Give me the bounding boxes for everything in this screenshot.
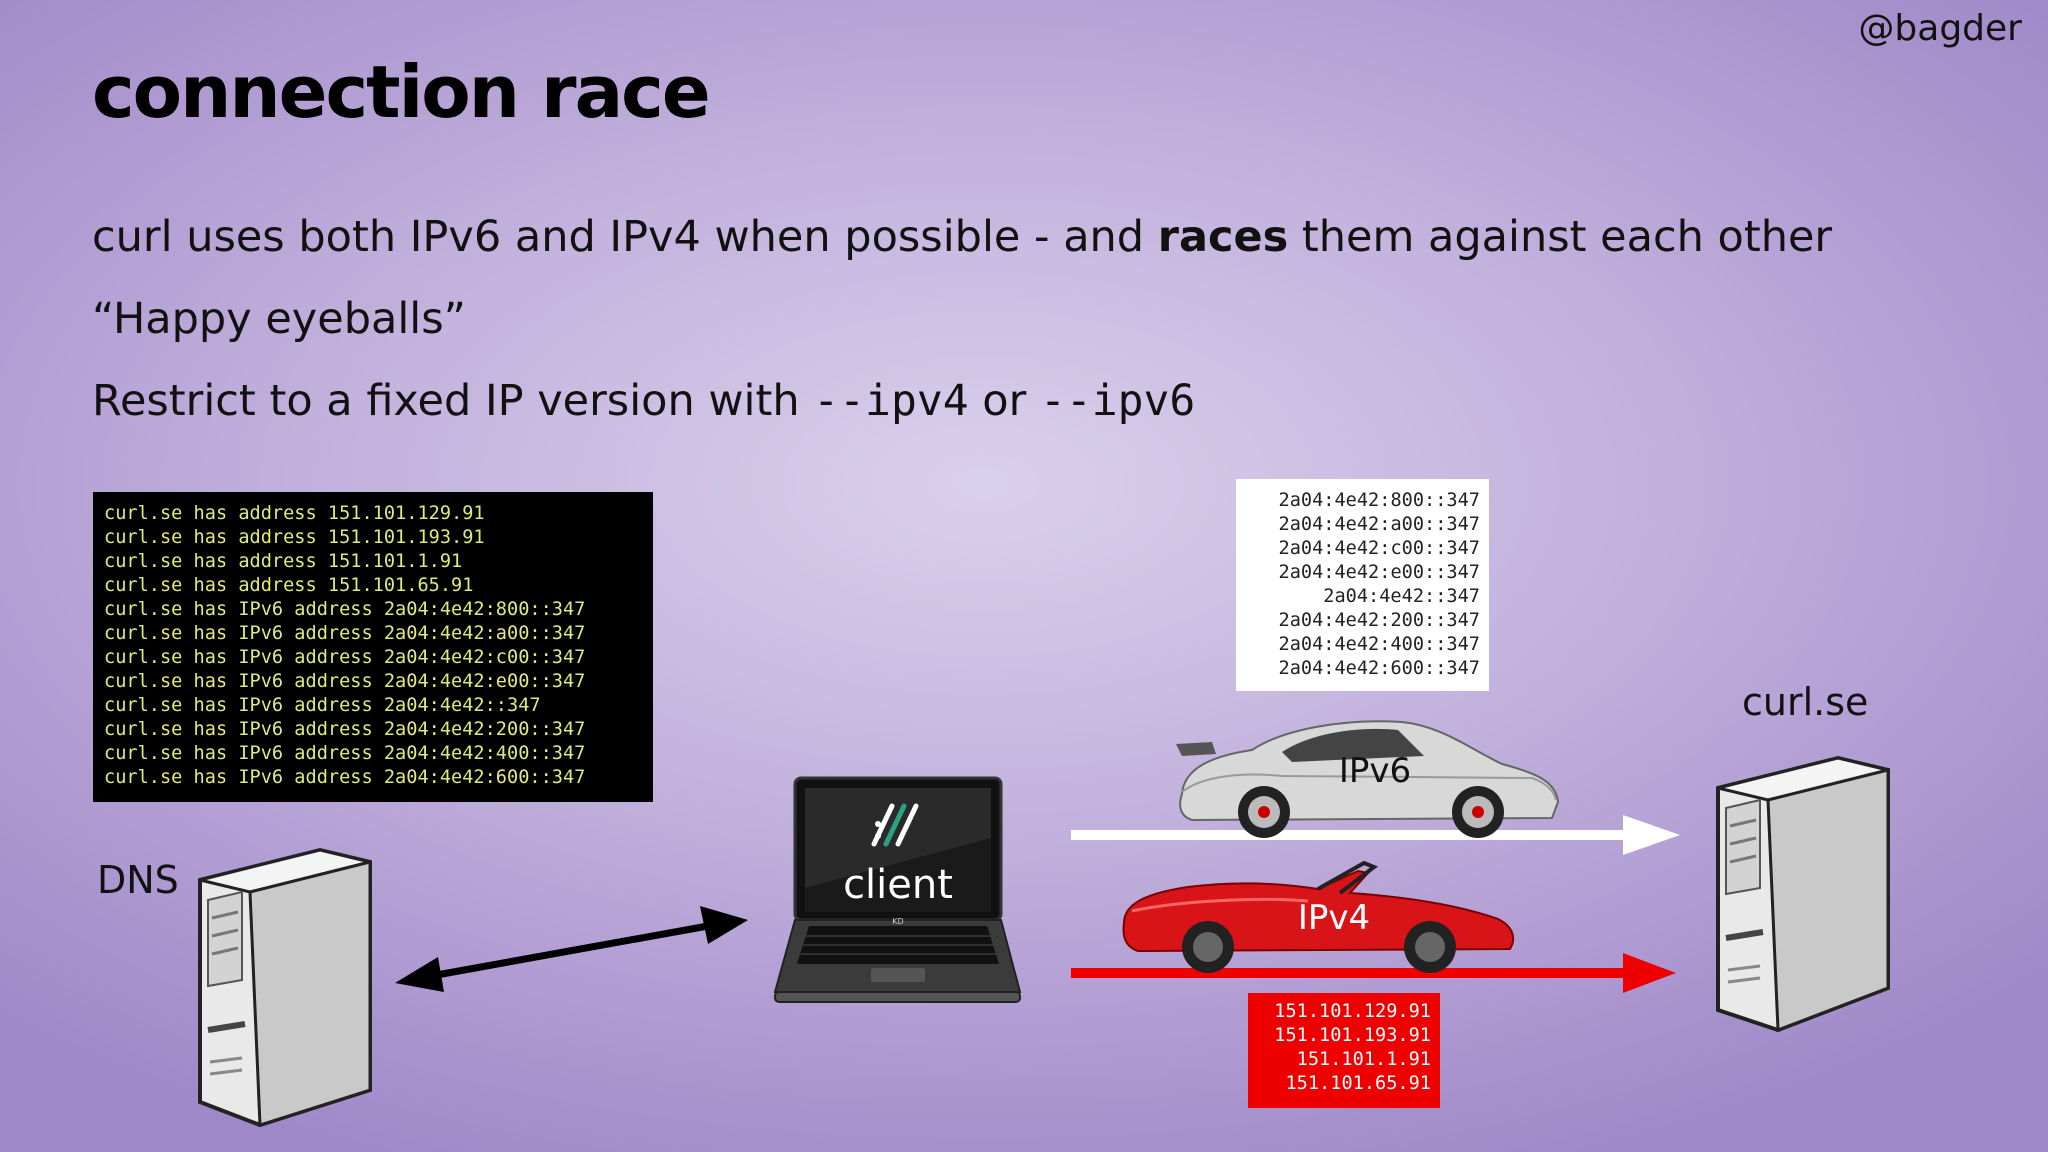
dns-terminal-output: curl.se has address 151.101.129.91 curl.s… [93, 492, 653, 802]
ipv6-route-arrow [1071, 815, 1680, 855]
bullet-race-text-after: them against each other [1288, 212, 1833, 262]
ipv4-address: 151.101.193.91 [1274, 1025, 1431, 1046]
server-label: curl.se [1742, 680, 1869, 724]
option-ipv4: --ipv4 [813, 376, 969, 426]
terminal-line: curl.se has IPv6 address 2a04:4e42:200::… [104, 719, 586, 740]
terminal-line: curl.se has address 151.101.193.91 [104, 527, 485, 548]
bullet-race: curl uses both IPv6 and IPv4 when possib… [92, 212, 1832, 262]
client-label: client [843, 862, 953, 908]
author-handle: @bagder [1858, 8, 2022, 49]
ipv6-address: 2a04:4e42:c00::347 [1278, 538, 1481, 559]
terminal-line: curl.se has IPv6 address 2a04:4e42:600::… [104, 767, 586, 788]
dns-label: DNS [97, 858, 179, 902]
ipv6-address: 2a04:4e42:a00::347 [1278, 514, 1481, 535]
ipv6-car-icon: IPv6 [1176, 720, 1560, 838]
ipv6-address: 2a04:4e42:600::347 [1278, 658, 1481, 679]
ipv4-address: 151.101.1.91 [1296, 1049, 1431, 1070]
terminal-line: curl.se has address 151.101.129.91 [104, 503, 485, 524]
bullet-race-bold: races [1157, 212, 1289, 262]
laptop-brand: KD [892, 917, 903, 926]
ipv4-address: 151.101.129.91 [1274, 1001, 1431, 1022]
curl-se-server-icon [1716, 755, 1890, 1033]
terminal-line: curl.se has IPv6 address 2a04:4e42:400::… [104, 743, 586, 764]
bullet-race-text-before: curl uses both IPv6 and IPv4 when possib… [92, 212, 1158, 262]
terminal-line: curl.se has IPv6 address 2a04:4e42:800::… [104, 599, 586, 620]
terminal-line: curl.se has address 151.101.65.91 [104, 575, 474, 596]
ipv6-address: 2a04:4e42:e00::347 [1278, 562, 1481, 583]
terminal-line: curl.se has address 151.101.1.91 [104, 551, 463, 572]
terminal-line: curl.se has IPv6 address 2a04:4e42:e00::… [104, 671, 586, 692]
bullet-restrict-text: Restrict to a fixed IP version with [92, 376, 814, 426]
option-ipv6: --ipv6 [1039, 376, 1196, 426]
bullet-restrict: Restrict to a fixed IP version with --ip… [92, 376, 1195, 426]
bullet-happy-eyeballs: “Happy eyeballs” [92, 294, 466, 344]
curl-logo-icon [871, 803, 919, 847]
ipv6-address: 2a04:4e42:200::347 [1278, 610, 1481, 631]
terminal-line: curl.se has IPv6 address 2a04:4e42:a00::… [104, 623, 586, 644]
ipv6-address: 2a04:4e42:400::347 [1278, 634, 1481, 655]
ipv6-address: 2a04:4e42:800::347 [1278, 490, 1481, 511]
slide-title: connection race [92, 50, 711, 134]
ipv4-address: 151.101.65.91 [1285, 1073, 1431, 1094]
terminal-line: curl.se has IPv6 address 2a04:4e42:c00::… [104, 647, 586, 668]
ipv4-address-list: 151.101.129.91 151.101.193.91 151.101.1.91… [1248, 993, 1440, 1108]
ipv4-route-arrow [1071, 953, 1676, 993]
dns-client-arrow [395, 906, 748, 992]
ipv4-car-label: IPv4 [1298, 898, 1370, 938]
client-laptop-icon: KD client [773, 776, 1022, 1003]
ipv6-car-label: IPv6 [1339, 751, 1411, 791]
bullet-restrict-or: or [968, 376, 1040, 426]
dns-server-icon [198, 847, 372, 1128]
ipv6-address: 2a04:4e42::347 [1323, 586, 1480, 607]
terminal-line: curl.se has IPv6 address 2a04:4e42::347 [104, 695, 541, 716]
ipv4-car-icon: IPv4 [1122, 860, 1515, 973]
